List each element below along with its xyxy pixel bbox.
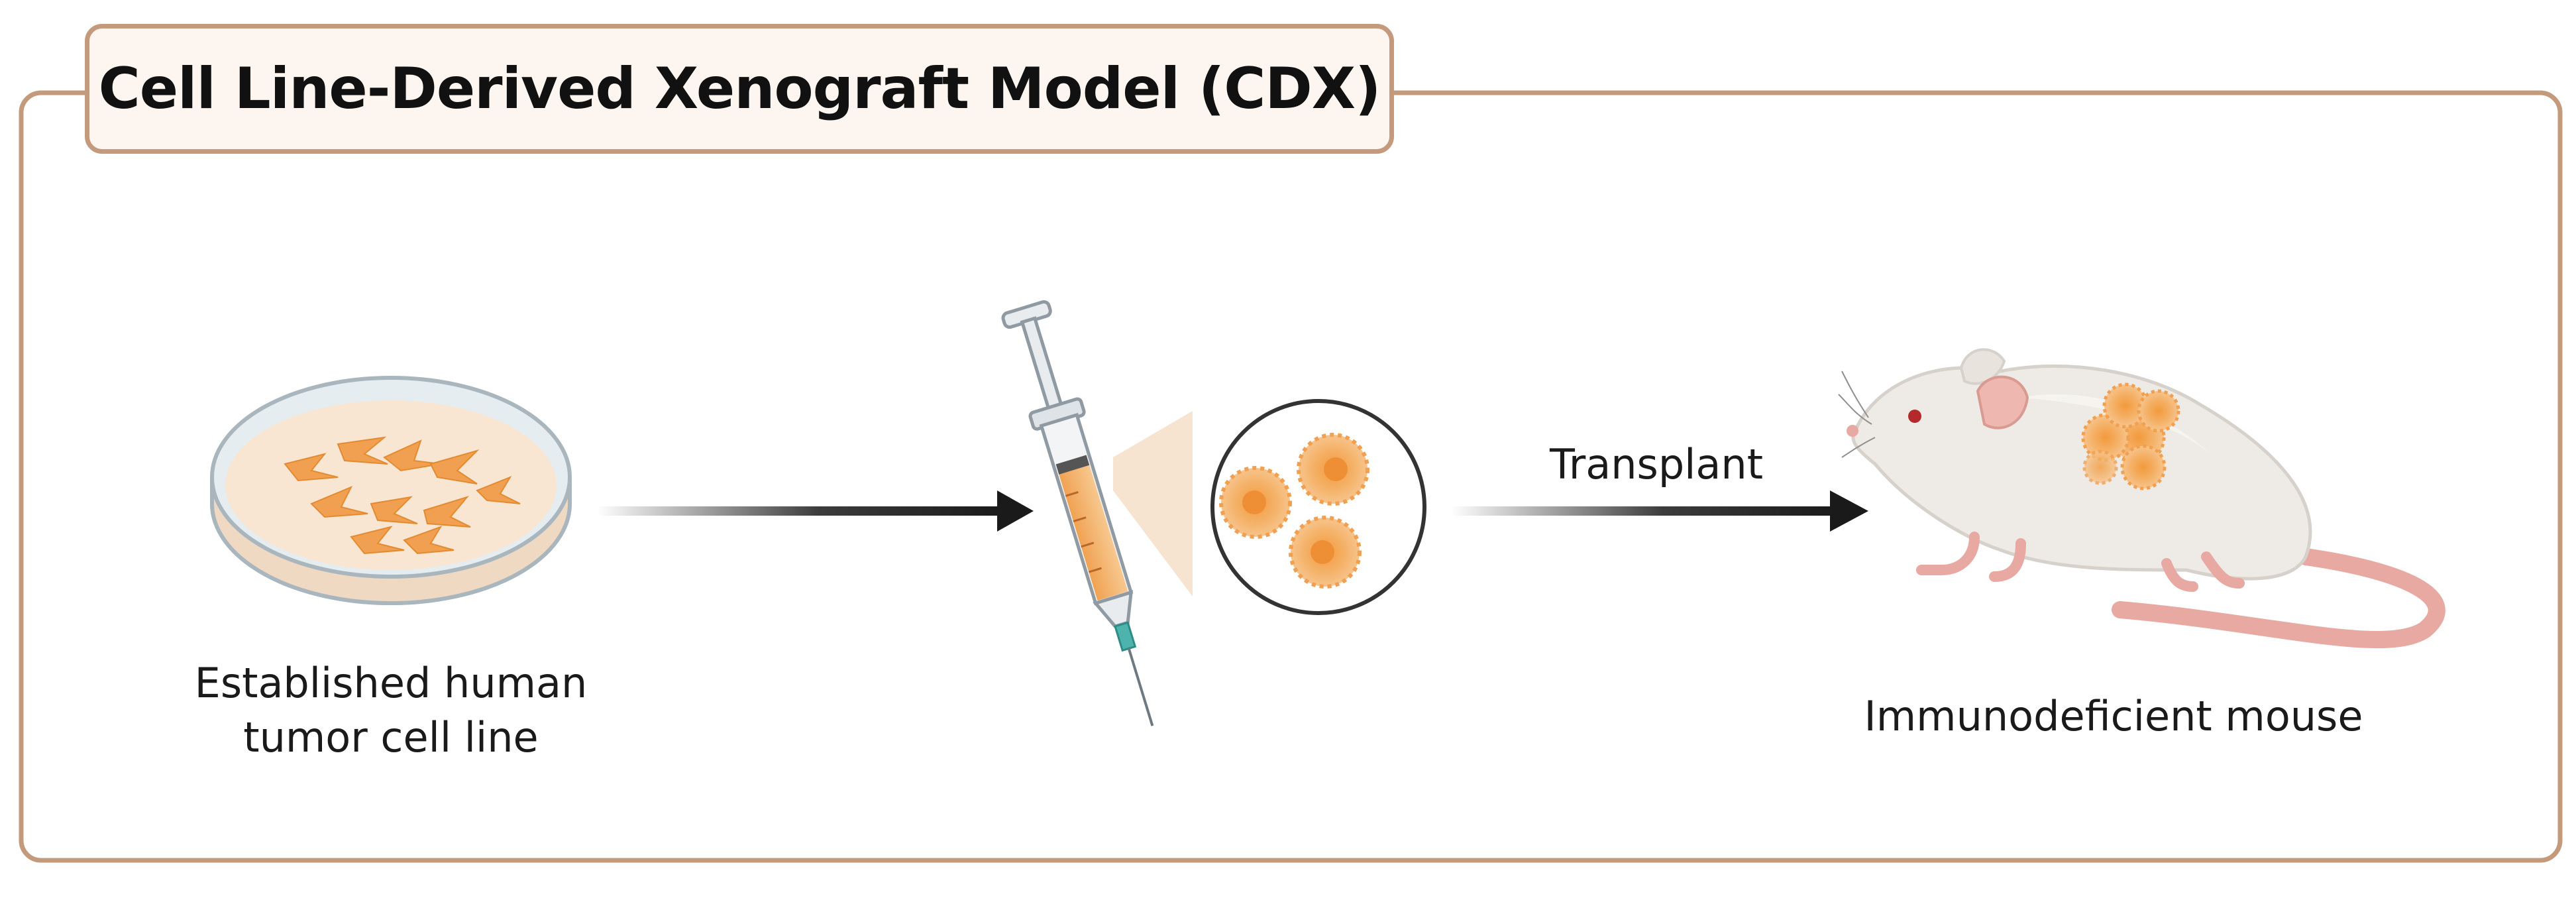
tumor-cell: [1289, 516, 1362, 589]
mouse-icon: [1838, 348, 2445, 649]
dish-label-line-2: tumor cell line: [243, 713, 539, 762]
title-box: Cell Line-Derived Xenograft Model (CDX): [85, 24, 1394, 154]
dish-label: Established human tumor cell line: [159, 656, 623, 765]
dish-label-line-1: Established human: [194, 659, 588, 707]
arrow-transplant: [1451, 490, 1868, 532]
mouse-label: Immunodeficient mouse: [1864, 692, 2363, 740]
tumor-cell: [1219, 466, 1292, 539]
syringe-icon: [1001, 300, 1154, 726]
tumor-cell: [1297, 433, 1369, 506]
cell-magnifier-icon: [1113, 399, 1426, 615]
tumor-mass: [2081, 382, 2180, 490]
diagram-title: Cell Line-Derived Xenograft Model (CDX): [98, 56, 1381, 122]
transplant-label: Transplant: [1549, 440, 1764, 488]
petri-dish-icon: [210, 376, 572, 605]
arrow-dish-to-syringe: [596, 490, 1034, 532]
